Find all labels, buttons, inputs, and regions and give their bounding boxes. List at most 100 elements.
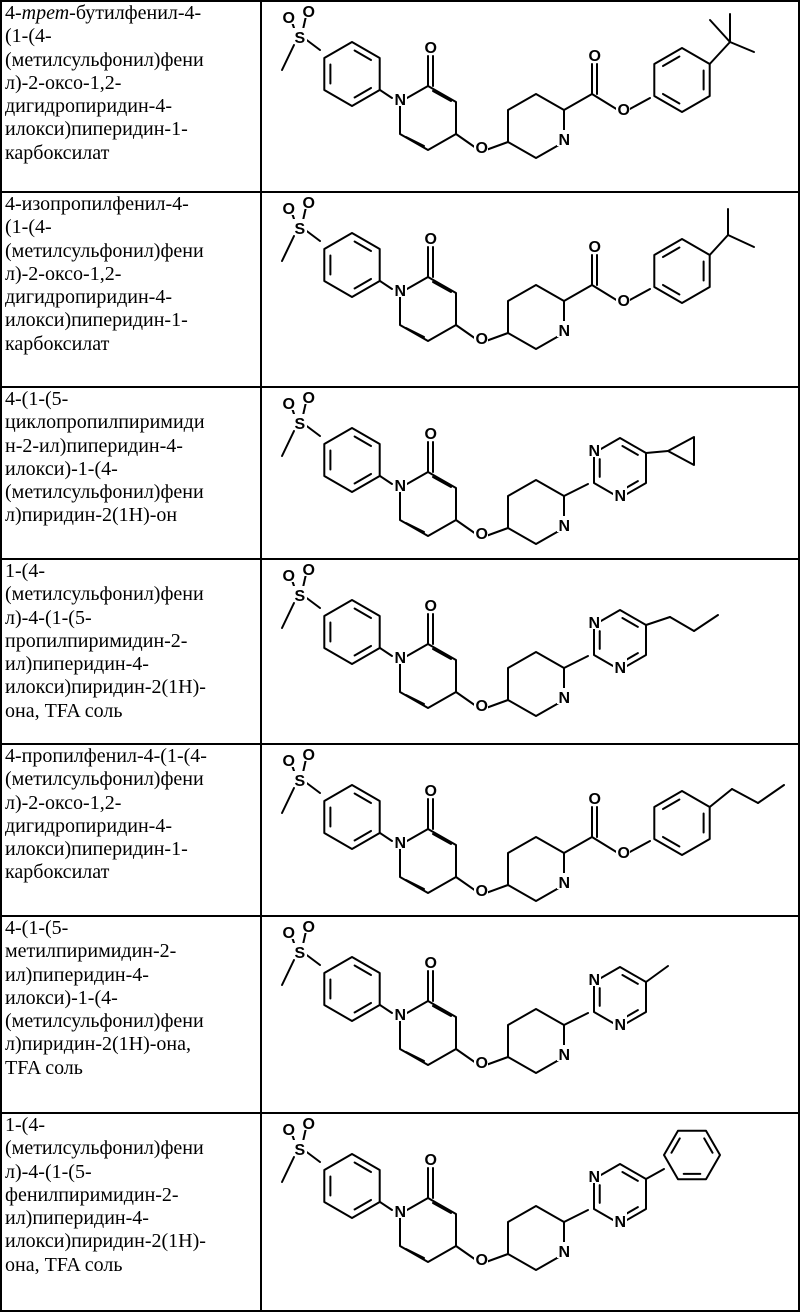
double-bond [406,328,424,337]
compound-row: 1-(4-(метилсульфонил)фенил)-4-(1-(5-фени… [0,1114,800,1312]
nitrogen-pyrimidine-bond [564,484,588,496]
compound-name-line: л)-4-(1-(5- [5,1161,258,1184]
compound-name-line: 4-пропилфенил-4-(1-(4- [5,745,258,768]
aryl-nitrogen-bond [380,1005,392,1013]
piperidine-ring [508,1206,564,1270]
aryl-nitrogen-bond [380,648,392,656]
ester-bond [592,837,618,853]
compound-name-cell: 1-(4-(метилсульфонил)фенил)-4-(1-(5-фени… [0,1114,262,1312]
sulfonyl-oxygen-label: O [303,4,315,21]
pyrimidine-nitrogen-label: N [589,972,601,989]
compound-name-line: н-2-ил)пиперидин-4- [5,435,258,458]
pyrimidine-nitrogen-label: N [615,1017,627,1034]
compound-row: 4-(1-(5-циклопропилпиримидин-2-ил)пипери… [0,388,800,560]
compound-name-line: дигидропиридин-4- [5,815,258,838]
compound-name-line: (метилсульфонил)фени [5,481,258,504]
methyl-bond [282,960,294,985]
sulfur-atom-label: S [295,221,306,238]
compound-name-line: 4-трет-бутилфенил-4- [5,2,258,25]
pyridinone-nitrogen-label: N [395,478,407,495]
piperidine-ring [508,480,564,544]
ether-bond [486,142,508,150]
methyl-bond [710,20,730,42]
compound-name-line: илокси)пиридин-2(1H)- [5,676,258,699]
ester-oxygen-label: O [618,102,630,119]
pyridinone-nitrogen-label: N [395,1204,407,1221]
compound-name-line: TFA соль [5,1057,258,1080]
pyridinone-nitrogen-label: N [395,835,407,852]
sulfur-atom-label: S [295,416,306,433]
double-bond [433,834,451,844]
sulfur-atom-label: S [295,588,306,605]
carbonyl-oxygen-label: O [425,1152,437,1169]
ether-bond [486,333,508,341]
molecule-skeleton: SOONOONOO [281,193,754,349]
compound-name-cell: 4-трет-бутилфенил-4-(1-(4-(метилсульфони… [0,0,262,193]
compound-name-cell: 4-изопропилфенил-4-(1-(4-(метилсульфонил… [0,193,262,388]
compound-name-line: фенилпиримидин-2- [5,1184,258,1207]
ether-oxygen-label: O [476,698,488,715]
ether-oxygen-label: O [476,331,488,348]
ester-bond [592,94,618,110]
compound-name-line: л)-2-оксо-1,2- [5,263,258,286]
molecule-skeleton: NNSOONOON [281,917,668,1073]
compound-name-cell: 4-пропилфенил-4-(1-(4-(метилсульфонил)фе… [0,745,262,917]
structure-cell: NNSOONOON [262,917,800,1114]
ether-bond [486,700,508,708]
ether-bond [456,1049,476,1063]
compound-name-line: пропилпиримидин-2- [5,630,258,653]
cyclopropyl-ring [668,437,694,465]
pyrimidine-nitrogen-label: N [615,1214,627,1231]
compound-row: 4-(1-(5-метилпиримидин-2-ил)пиперидин-4-… [0,917,800,1114]
phenyl-ring [654,791,709,855]
chemical-structure: SOONOONOO [262,2,800,193]
ester-oxygen-label: O [618,293,630,310]
pyridinone-nitrogen-label: N [395,283,407,300]
carbamate-bond [564,837,592,853]
compound-name-cell: 4-(1-(5-метилпиримидин-2-ил)пиперидин-4-… [0,917,262,1114]
ether-bond [456,134,476,148]
compound-name-line: л)-2-оксо-1,2- [5,72,258,95]
piperidine-nitrogen-label: N [559,518,571,535]
methyl-bond [282,431,294,456]
phenyl-ring [324,42,379,106]
ether-oxygen-label: O [476,1055,488,1072]
double-bond [433,282,451,292]
methyl-bond [282,45,294,70]
ester-bond [628,289,650,301]
piperidine-ring [508,94,564,158]
pyridinone-ring [400,1198,456,1262]
piperidine-ring [508,652,564,716]
carbonyl-oxygen-label: O [425,40,437,57]
ester-bond [592,285,618,301]
carbamate-oxygen-label: O [589,791,601,808]
piperidine-nitrogen-label: N [559,1047,571,1064]
pyridinone-ring [400,86,456,150]
double-bond [433,1203,451,1213]
pyridinone-nitrogen-label: N [395,650,407,667]
compound-name-line: ил)пиперидин-4- [5,964,258,987]
compound-name-line: (метилсульфонил)фени [5,583,258,606]
compound-name-line: карбоксилат [5,333,258,356]
phenyl-ring [654,239,709,303]
compound-row: 1-(4-(метилсульфонил)фенил)-4-(1-(5-проп… [0,560,800,745]
compound-row: 4-изопропилфенил-4-(1-(4-(метилсульфонил… [0,193,800,388]
ether-bond [456,325,476,339]
piperidine-nitrogen-label: N [559,132,571,149]
compound-name-cell: 4-(1-(5-циклопропилпиримидин-2-ил)пипери… [0,388,262,560]
double-bond [406,523,424,532]
compound-name-line: дигидропиридин-4- [5,95,258,118]
propyl-bond [694,615,718,631]
phenyl-ring [654,48,709,112]
sulfonyl-oxygen-label: O [283,925,295,942]
compound-name-cell: 1-(4-(метилсульфонил)фенил)-4-(1-(5-проп… [0,560,262,745]
methyl-bond [282,236,294,261]
compound-name-line: 4-(1-(5- [5,917,258,940]
compound-name-line: циклопропилпиримиди [5,411,258,434]
double-bond [433,477,451,487]
sulfonyl-oxygen-label: O [283,568,295,585]
cyclopropyl-bond [646,451,668,453]
sulfonyl-oxygen-label: O [283,1122,295,1139]
carbamate-oxygen-label: O [589,48,601,65]
compound-name-line: она, TFA соль [5,1254,258,1277]
